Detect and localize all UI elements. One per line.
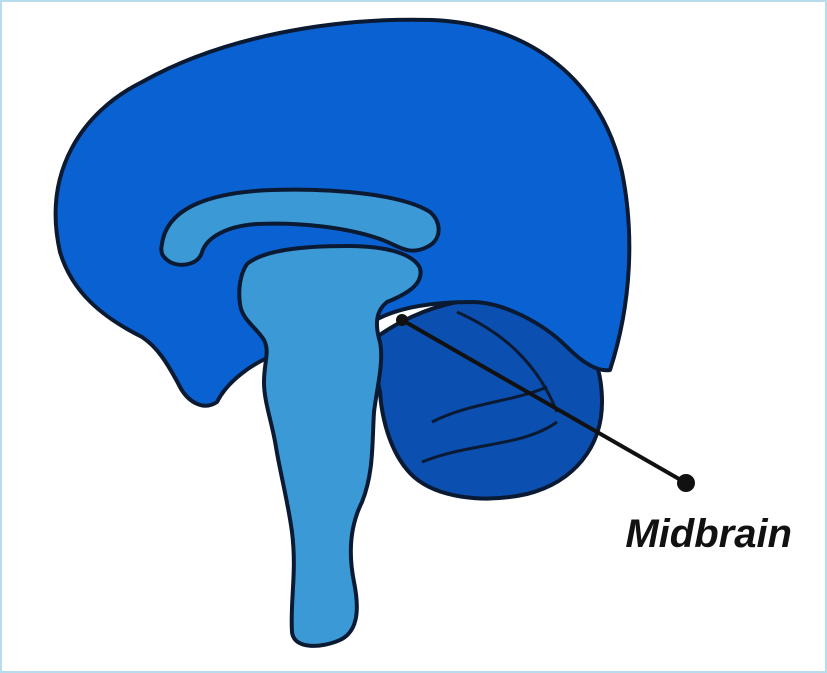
midbrain-pointer-dot [677, 474, 695, 492]
midbrain-label: Midbrain [625, 512, 792, 556]
midbrain-pointer-origin [396, 314, 408, 326]
